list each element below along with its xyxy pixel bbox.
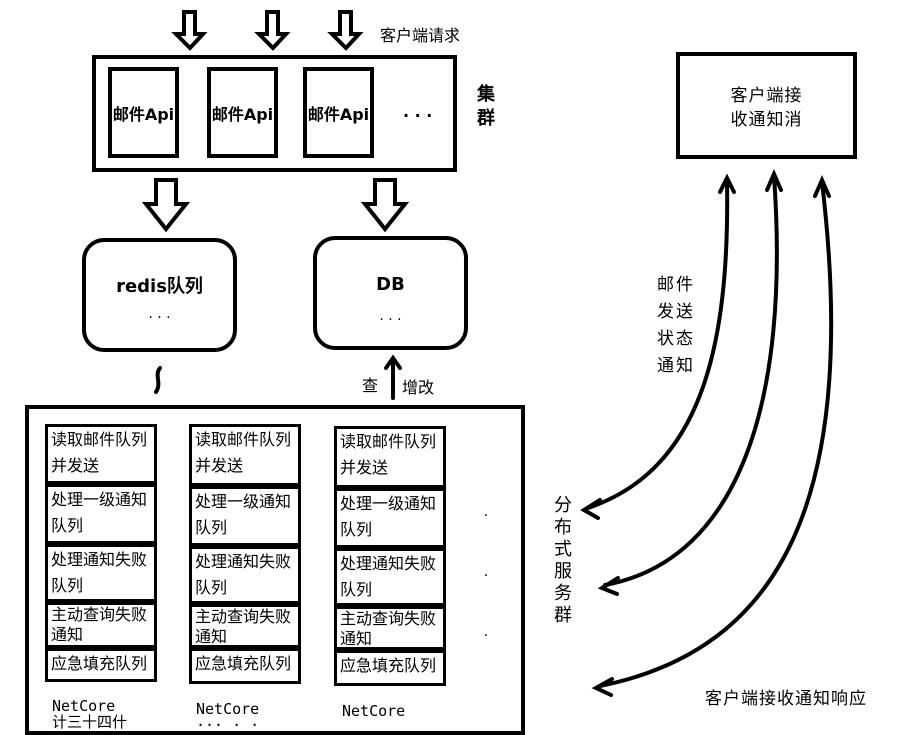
arrow-down-to-redis [141,178,191,233]
client-request-label: 客户端请求 [380,26,461,45]
api-box-2: 邮件Api [207,67,278,158]
column-2-footer: NetCore··· · · [196,700,260,734]
arrow-down-request-3 [327,10,364,51]
db-modify-label: 增改 [402,378,435,397]
client-box-line1: 客户端接 [730,86,803,106]
column-3-cell-active-query: 主动查询失败通知 [334,606,446,650]
column-1-cell-active-query: 主动查询失败通知 [45,602,157,648]
column-3-cell-first-notify: 处理一级通知队列 [334,488,446,548]
distributed-service-label: 分布式服务群 [551,495,572,627]
api-more-dots: · · · [403,106,433,125]
client-response-label: 客户端接收通知响应 [705,689,867,709]
column-2-cell-failed-notify: 处理通知失败队列 [189,546,301,604]
cluster-label: 集群 [474,84,495,132]
columns-more-dots: · · · [478,508,494,658]
curve-up-2 [603,174,779,587]
arrow-down-request-2 [254,10,291,51]
db-query-label: 查 [362,376,379,395]
column-2-cell-first-notify: 处理一级通知队列 [189,486,301,546]
api-box-1: 邮件Api [108,67,179,158]
db-box: DB · · · [313,236,468,350]
column-3-footer: NetCore [342,702,406,720]
client-box-line2: 收通知消 [730,110,803,130]
redis-title: redis队列 [116,276,203,297]
column-3-cell-emergency: 应急填充队列 [334,650,446,686]
email-status-notify-label: 邮件发送状态通知 [657,275,695,376]
column-1-cell-failed-notify: 处理通知失败队列 [45,544,157,602]
column-1-cell-read-queue: 读取邮件队列并发送 [45,424,157,484]
column-2-cell-read-queue: 读取邮件队列并发送 [189,424,301,486]
curve-up-1 [586,178,730,510]
db-dots: · · · [379,312,402,328]
column-2-cell-emergency: 应急填充队列 [189,648,301,684]
column-1-cell-emergency: 应急填充队列 [45,648,157,682]
api-box-3: 邮件Api [303,67,374,158]
column-3-cell-read-queue: 读取邮件队列并发送 [334,426,446,488]
arrow-down-request-1 [171,10,208,51]
column-2-cell-active-query: 主动查询失败通知 [189,604,301,648]
redis-link [154,366,162,394]
redis-dots: · · · [148,310,171,326]
column-1-cell-first-notify: 处理一级通知队列 [45,484,157,544]
redis-queue-box: redis队列 · · · [82,238,237,352]
curve-up-3 [598,180,834,688]
db-title: DB [376,274,405,295]
client-notify-box: 客户端接 收通知消 [676,52,857,159]
column-3-cell-failed-notify: 处理通知失败队列 [334,548,446,606]
arrow-down-to-db [360,178,410,233]
